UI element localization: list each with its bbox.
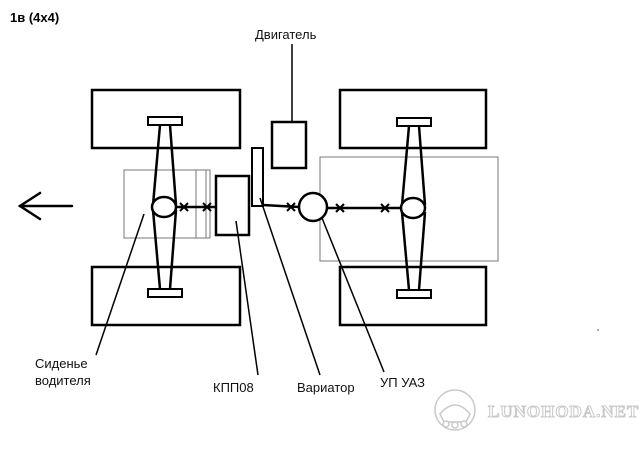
- transfer-case: [297, 191, 329, 223]
- label-leaders: [95, 197, 385, 376]
- front-differential: [150, 195, 178, 219]
- front-axle: [151, 124, 178, 290]
- rear-axle: [400, 125, 427, 291]
- engine-label: Двигатель: [255, 27, 317, 42]
- axle-label: УП УАЗ: [380, 375, 425, 390]
- engine-block: [270, 120, 308, 170]
- front-hub-top: [147, 116, 183, 126]
- lunohod-logo-icon: [434, 389, 476, 431]
- arrow-left-icon: [17, 191, 74, 221]
- gearbox-label: КПП08: [213, 380, 254, 395]
- rear-hub-top: [396, 117, 432, 127]
- seat-label-line1: Сиденье: [35, 356, 88, 371]
- gearbox-block: [214, 174, 251, 237]
- stray-dot: [597, 329, 599, 331]
- front-hub-bottom: [147, 288, 183, 298]
- universal-joints: [179, 202, 390, 213]
- rear-differential: [399, 196, 427, 220]
- seat-label-line2: водителя: [35, 373, 91, 388]
- watermark-text: LUNOHODA.NET: [488, 402, 639, 421]
- diagram-title: 1в (4х4): [10, 10, 59, 25]
- rear-hub-bottom: [396, 289, 432, 299]
- variator-label: Вариатор: [297, 380, 355, 395]
- variator-block: [251, 147, 264, 207]
